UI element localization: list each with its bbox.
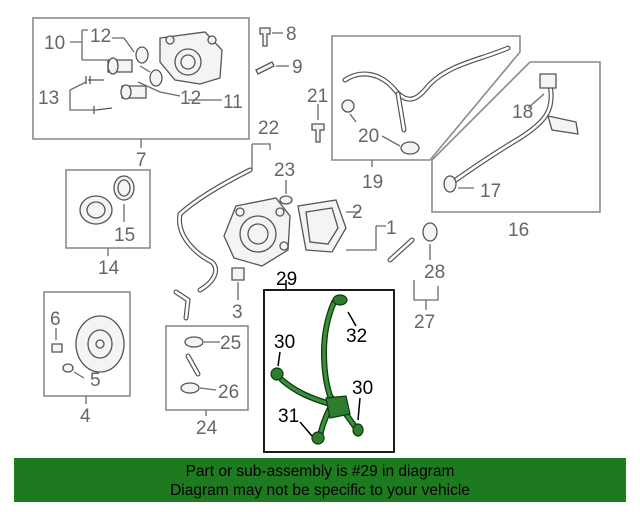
callout-22: 22 (258, 118, 279, 139)
callout-30-left: 30 (274, 332, 295, 353)
callout-6: 6 (50, 309, 61, 330)
callout-13: 13 (38, 88, 59, 109)
callout-17: 17 (480, 181, 501, 202)
callout-12-bottom: 12 (180, 88, 201, 109)
callout-7: 7 (136, 150, 147, 171)
callout-20: 20 (358, 126, 379, 147)
callout-21: 21 (307, 86, 328, 107)
group-27-28 (387, 222, 439, 310)
banner-line-1: Part or sub-assembly is #29 in diagram (185, 463, 455, 480)
callout-11: 11 (223, 92, 243, 113)
banner-line-2: Diagram may not be specific to your vehi… (170, 482, 470, 499)
info-banner: Part or sub-assembly is #29 in diagram D… (14, 458, 626, 502)
group-box-4 (43, 291, 131, 404)
group-box-16 (431, 61, 601, 213)
callout-32: 32 (346, 326, 367, 347)
callout-12-top: 12 (90, 26, 111, 47)
callout-4: 4 (80, 406, 91, 427)
callout-31: 31 (278, 406, 299, 427)
group-box-29 (263, 280, 395, 453)
callout-29-highlighted: 29 (276, 269, 297, 290)
group-box-14 (65, 169, 151, 256)
callout-27: 27 (414, 312, 435, 333)
callout-14: 14 (98, 258, 120, 279)
group-box-19 (331, 35, 521, 167)
bolt-8-and-stud-9 (255, 27, 289, 75)
callout-5: 5 (90, 370, 101, 391)
callout-3: 3 (232, 302, 243, 323)
callout-30-right: 30 (352, 378, 373, 399)
callout-8: 8 (286, 24, 297, 45)
callout-23: 23 (274, 160, 295, 181)
callout-1: 1 (386, 218, 397, 239)
callout-25: 25 (220, 333, 241, 354)
callout-28: 28 (424, 262, 445, 283)
bolt-21 (311, 104, 325, 143)
group-box-7 (32, 17, 250, 148)
callout-16: 16 (508, 220, 529, 241)
callout-10: 10 (44, 33, 65, 54)
callout-2: 2 (352, 202, 363, 223)
water-pump-assembly (173, 143, 386, 321)
callout-18: 18 (512, 102, 533, 123)
callout-9: 9 (292, 57, 303, 78)
callout-19: 19 (362, 172, 383, 193)
callout-24: 24 (196, 418, 218, 439)
group-box-24 (165, 325, 249, 416)
callout-26: 26 (218, 382, 239, 403)
callout-15: 15 (114, 225, 135, 246)
